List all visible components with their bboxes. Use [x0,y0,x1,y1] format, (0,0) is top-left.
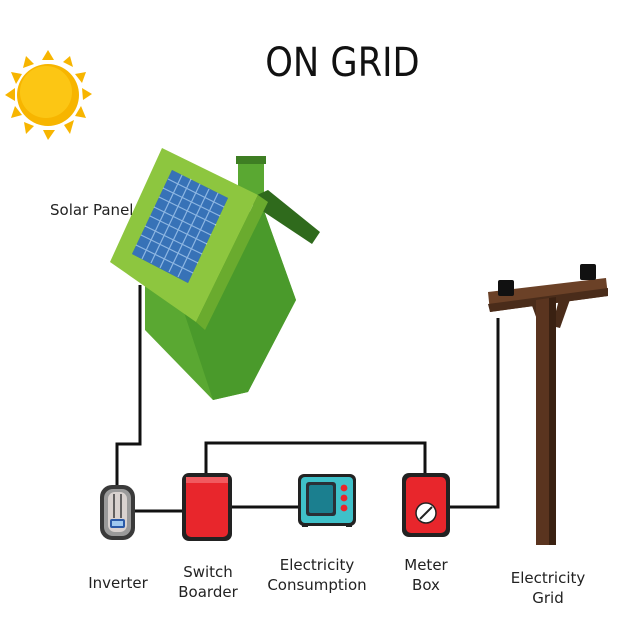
inverter-icon [100,485,135,540]
wire-panel-to-inverter [115,285,142,488]
wire-meter-to-grid [448,318,500,509]
diagram-title: ON GRID [265,40,420,86]
wiring [115,285,500,513]
solar-panel [132,170,228,283]
wire-switch-to-meter [204,441,427,476]
label-electricity-consumption: Electricity Consumption [267,556,367,594]
label-solar-panel: Solar Panel [50,201,134,219]
house-with-solar-panel-icon [110,148,320,400]
meter-box-icon [402,473,450,537]
label-inverter: Inverter [88,574,148,592]
label-meter-box: Meter Box [404,556,448,594]
label-electricity-grid: Electricity Grid [510,569,586,607]
microwave-icon [298,474,356,527]
utility-pole-icon [488,264,608,545]
sun-icon [5,50,92,140]
switch-board-icon [182,473,232,541]
label-switch-boarder: Switch Boarder [178,563,238,601]
